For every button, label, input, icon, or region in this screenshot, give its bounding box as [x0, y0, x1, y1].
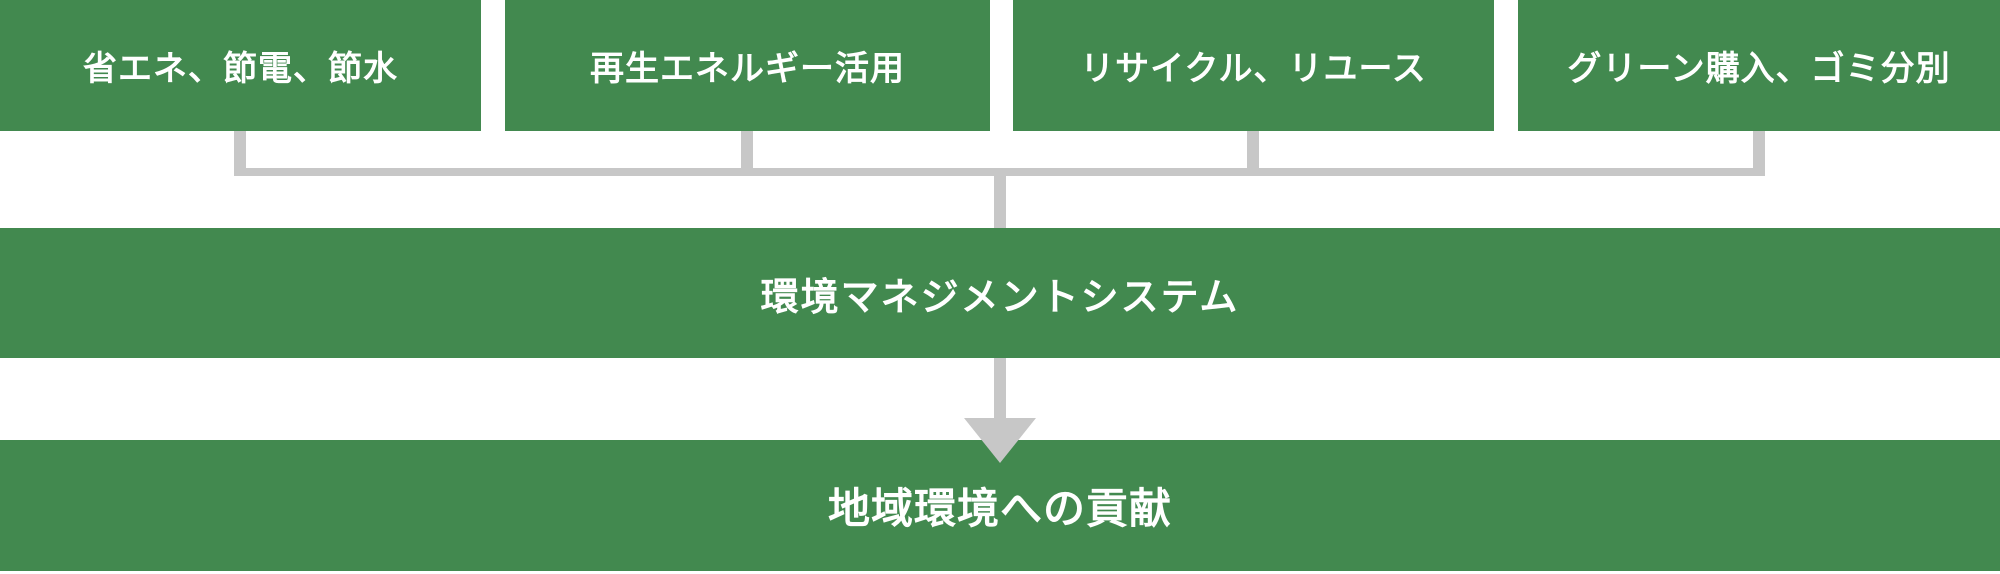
process-box-label: リサイクル、リユース [1080, 49, 1427, 89]
process-box-label: 省エネ、節電、節水 [83, 49, 398, 89]
process-box-renewable-energy: 再生エネルギー活用 [505, 0, 990, 131]
down-arrow-head [964, 418, 1036, 463]
connector-horizontal-line [234, 168, 1765, 176]
connector-drop-2 [741, 131, 753, 176]
process-box-energy-saving: 省エネ、節電、節水 [0, 0, 481, 131]
connector-drop-3 [1247, 131, 1259, 176]
connector-drop-1 [234, 131, 246, 176]
outcome-bar-label: 地域環境への貢献 [827, 484, 1172, 533]
connector-center-drop [994, 176, 1006, 228]
ems-bar: 環境マネジメントシステム [0, 228, 2000, 358]
process-box-green-purchasing: グリーン購入、ゴミ分別 [1518, 0, 2000, 131]
connector-drop-4 [1753, 131, 1765, 176]
down-arrow-shaft [994, 358, 1006, 418]
process-box-label: グリーン購入、ゴミ分別 [1567, 49, 1951, 89]
process-box-label: 再生エネルギー活用 [590, 49, 905, 89]
ems-bar-label: 環境マネジメントシステム [760, 274, 1240, 319]
process-box-recycle-reuse: リサイクル、リユース [1013, 0, 1494, 131]
